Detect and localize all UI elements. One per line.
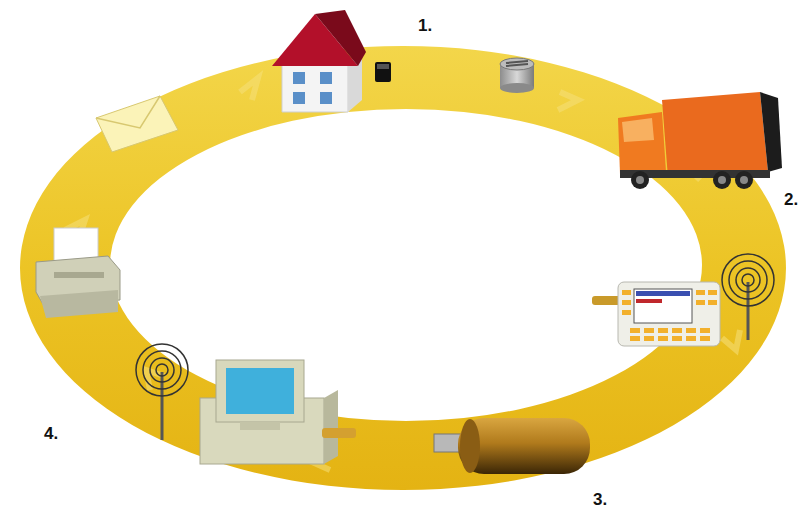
callout-number: 1.: [418, 16, 432, 36]
waste-bin-icon: [375, 62, 391, 82]
printer-icon: [36, 228, 120, 318]
callout-number: 4.: [44, 424, 58, 444]
envelope-icon: [96, 96, 178, 152]
handheld-terminal-icon: [592, 282, 720, 346]
house-icon: [272, 10, 366, 112]
usb-logger-icon: [434, 418, 590, 474]
garbage-truck-icon: [618, 92, 782, 189]
antenna-icon: [722, 254, 774, 340]
callout-number: 3.: [593, 490, 607, 510]
callout-number: 2.: [784, 190, 798, 210]
antenna-icon: [136, 344, 188, 440]
ring-chevrons: [65, 78, 740, 470]
cycle-ring: [20, 46, 786, 490]
round-bin-icon: [500, 58, 534, 93]
computer-icon: [200, 360, 356, 464]
